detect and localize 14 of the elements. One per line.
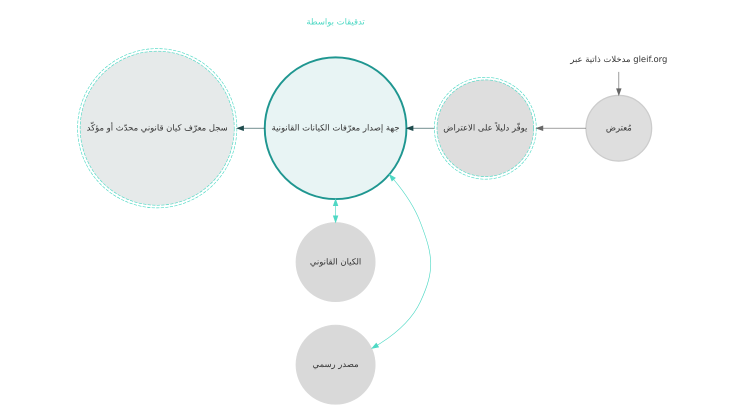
- node-circle: يوفّر دليلاً على الاعتراض: [434, 76, 536, 180]
- arrow: [236, 126, 265, 131]
- arrow: [405, 126, 434, 131]
- arrow: [370, 174, 431, 349]
- node-circle: جهة إصدار معرّفات الكيانات القانونية: [263, 56, 407, 200]
- node-circle: مُعترض: [584, 94, 652, 162]
- arrow: [332, 198, 338, 224]
- arrow: [534, 126, 586, 131]
- arrow: [616, 72, 622, 96]
- node-circle: مصدر رسمي: [295, 324, 376, 405]
- node-text: مدخلات ذاتية عبر gleif.org: [570, 54, 667, 64]
- node-circle: الكيان القانوني: [295, 222, 376, 302]
- label: تدقيقات بواسطة: [306, 16, 364, 27]
- node-circle: سجل معرّف كيان قانوني محدّث أو مؤكّد: [76, 48, 237, 208]
